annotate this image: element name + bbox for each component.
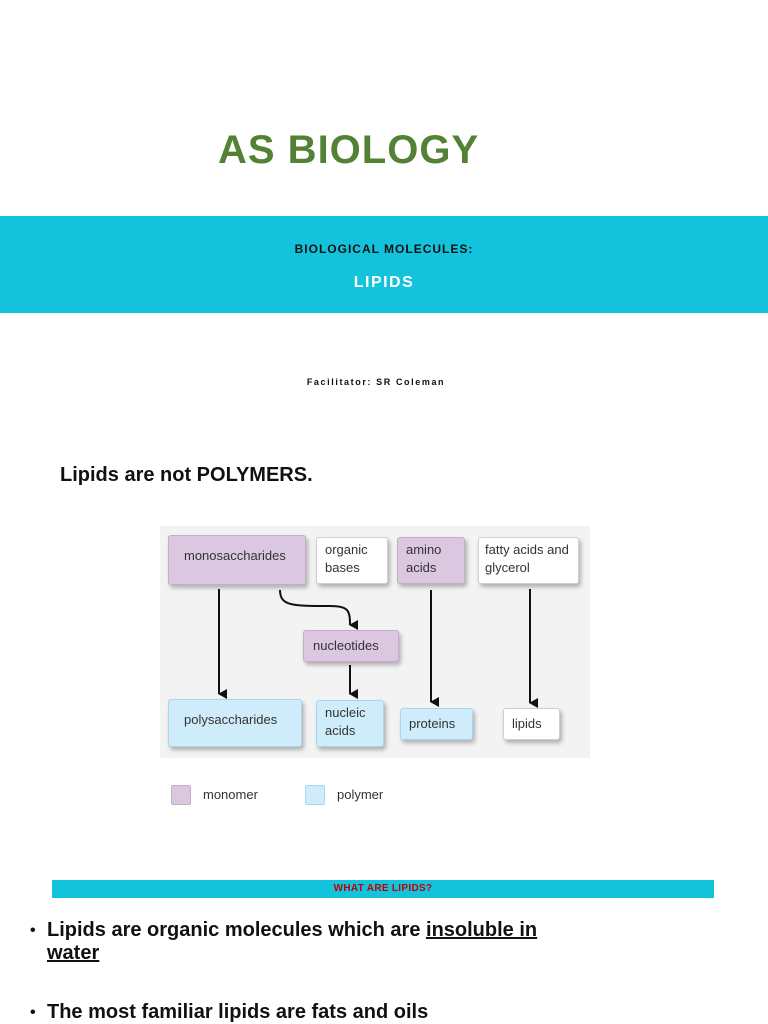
box-amino-acids: amino acids <box>397 537 465 584</box>
bullet-insoluble-underline-a: insoluble in <box>426 919 538 941</box>
banner-title: LIPIDS <box>353 274 415 291</box>
banner-subtitle: BIOLOGICAL MOLECULES: <box>294 242 474 256</box>
box-organic-bases-line1: organic <box>325 542 368 557</box>
box-lipids-label: lipids <box>512 716 542 731</box>
bullet-dot: • <box>30 1004 36 1021</box>
bullet-fats-oils-text: The most familiar lipids are fats and oi… <box>47 1001 429 1023</box>
box-organic-bases-line2: bases <box>325 560 360 575</box>
box-amino-acids-line1: amino <box>406 542 442 557</box>
box-fatty-acids-line1: fatty acids and <box>485 542 569 557</box>
box-nucleic-acids-line1: nucleic <box>325 705 366 720</box>
box-monosaccharides: monosaccharides <box>168 535 306 585</box>
box-proteins-label: proteins <box>409 716 456 731</box>
legend-monomer-label: monomer <box>203 787 258 802</box>
box-polysaccharides: polysaccharides <box>168 699 302 747</box>
arrow-bases-to-nucleotides <box>279 589 359 630</box>
box-nucleotides: nucleotides <box>303 630 399 662</box>
box-nucleic-acids-line2: acids <box>325 723 356 738</box>
legend-polymer-label: polymer <box>337 787 384 802</box>
box-fatty-acids-line2: glycerol <box>485 560 530 575</box>
facilitator-text: Facilitator: SR Coleman <box>306 377 446 387</box>
box-monosaccharides-label: monosaccharides <box>184 548 286 563</box>
box-organic-bases: organic bases <box>316 537 388 584</box>
box-nucleic-acids: nucleic acids <box>316 700 384 747</box>
bullet-dot: • <box>30 922 36 939</box>
box-proteins: proteins <box>400 708 473 740</box>
page-title: AS BIOLOGY <box>218 128 480 172</box>
title-banner <box>0 216 768 313</box>
bullet-insoluble-prefix: Lipids are organic molecules which are <box>47 919 427 941</box>
box-fatty-acids-glycerol: fatty acids and glycerol <box>478 537 579 584</box>
box-amino-acids-line2: acids <box>406 560 437 575</box>
section-bar <box>52 880 714 898</box>
bullet-insoluble-underline-b: water <box>47 942 100 964</box>
bullet-insoluble-text: Lipids are organic molecules which are i… <box>47 919 727 965</box>
section-heading: Lipids are not POLYMERS. <box>60 464 313 486</box>
box-nucleotides-label: nucleotides <box>313 638 379 653</box>
legend-monomer-swatch <box>171 785 191 805</box>
box-polysaccharides-label: polysaccharides <box>184 712 278 727</box>
box-lipids: lipids <box>503 708 560 740</box>
section-bar-label: WHAT ARE LIPIDS? <box>333 883 433 894</box>
legend-polymer-swatch <box>305 785 325 805</box>
